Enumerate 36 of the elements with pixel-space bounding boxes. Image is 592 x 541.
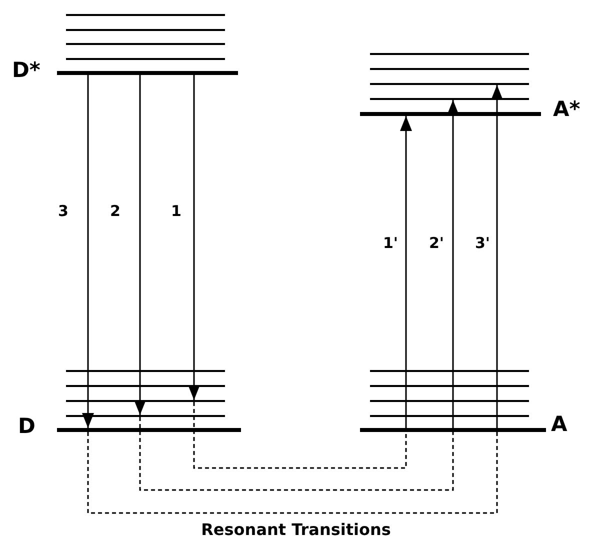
transition-number: 1: [171, 204, 182, 219]
sublevel-line: [66, 58, 225, 60]
arrow: [491, 85, 503, 428]
level-label: A: [551, 414, 568, 435]
caption-text: Resonant Transitions: [200, 522, 392, 538]
transition-number: 2: [110, 204, 120, 219]
sublevel-line: [370, 385, 529, 387]
transition-number: 2': [429, 236, 444, 251]
sublevel-line: [370, 53, 529, 55]
sublevel-line: [66, 385, 225, 387]
sublevel-line: [370, 83, 529, 85]
sublevel-line: [370, 68, 529, 70]
sublevel-line: [370, 98, 529, 100]
arrow: [82, 75, 94, 428]
dashed-connector: [87, 432, 498, 514]
level-label: A*: [553, 99, 580, 120]
transition-number: 1': [383, 236, 398, 251]
level-label: D*: [12, 60, 40, 81]
dashed-connector: [139, 417, 454, 491]
sublevel-line: [66, 400, 225, 402]
transition-number: 3: [58, 204, 68, 219]
sublevel-line: [66, 29, 225, 31]
arrow: [400, 116, 412, 428]
dashed-connector: [193, 402, 407, 469]
arrow: [134, 75, 146, 415]
transition-number: 3': [475, 236, 490, 251]
arrow: [188, 75, 200, 400]
sublevel-line: [370, 400, 529, 402]
arrow: [447, 100, 459, 428]
sublevel-line: [66, 43, 225, 45]
sublevel-line: [66, 14, 225, 16]
sublevel-line: [370, 370, 529, 372]
level-label: D: [18, 416, 36, 437]
sublevel-line: [66, 415, 225, 417]
sublevel-line: [370, 415, 529, 417]
sublevel-line: [66, 370, 225, 372]
